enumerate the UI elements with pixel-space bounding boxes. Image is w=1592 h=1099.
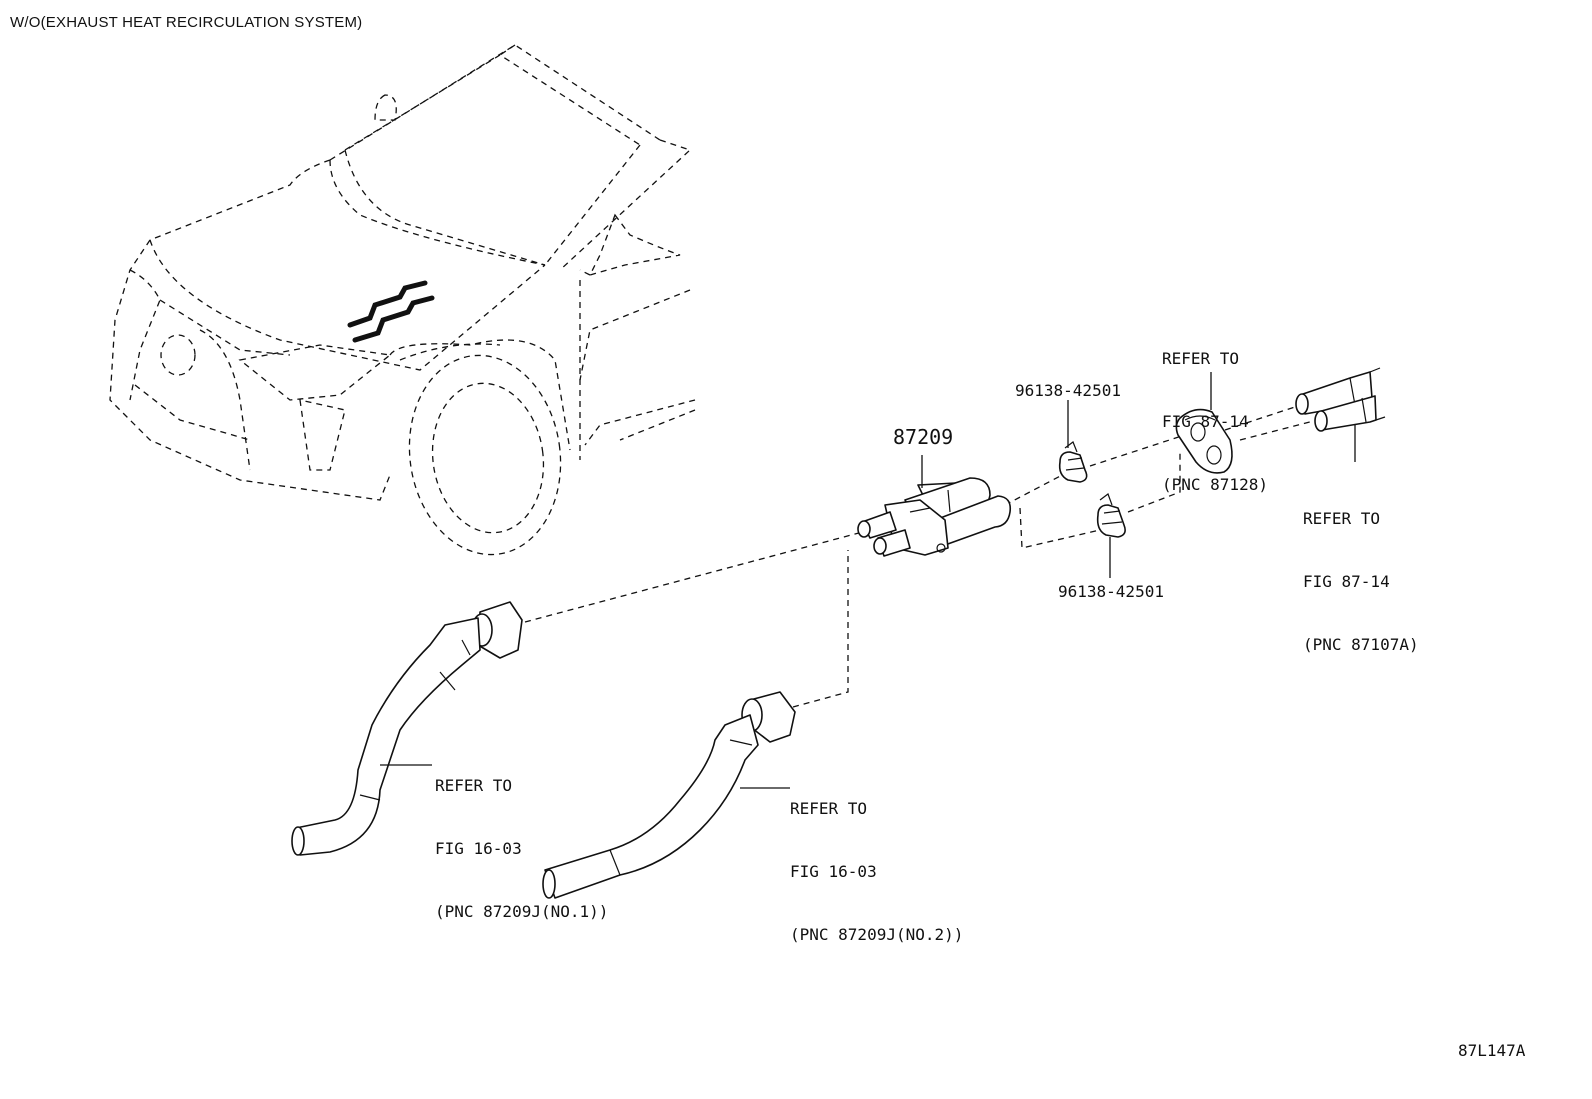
- reference-hose-no2: REFER TO FIG 16-03 (PNC 87209J(NO.2)): [790, 756, 963, 987]
- reference-grommet-line3: (PNC 87128): [1162, 475, 1268, 494]
- vehicle-front-outline-icon: [109, 44, 696, 556]
- figure-code: 87L147A: [1458, 1041, 1526, 1060]
- reference-pipes-line3: (PNC 87107A): [1303, 635, 1419, 654]
- assembly-center-lines: [524, 401, 1326, 708]
- reference-hose-no1-line3: (PNC 87209J(NO.1)): [435, 902, 609, 921]
- reference-hose-no1-line2: FIG 16-03: [435, 839, 522, 858]
- part-number-valve: 87209: [893, 425, 954, 449]
- grommet-part-icon: [1175, 408, 1233, 474]
- heater-hose-part-icon: [291, 601, 523, 856]
- reference-pipes-line1: REFER TO: [1303, 509, 1381, 528]
- heater-hose-part-icon-no2: [542, 691, 796, 899]
- diagram-title: W/O(EXHAUST HEAT RECIRCULATION SYSTEM): [10, 14, 363, 31]
- reference-grommet-line2: FIG 87-14: [1162, 412, 1249, 431]
- reference-grommet-line1: REFER TO: [1162, 349, 1240, 368]
- reference-hose-no1: REFER TO FIG 16-03 (PNC 87209J(NO.1)): [435, 733, 608, 964]
- reference-hose-no2-line2: FIG 16-03: [790, 862, 877, 881]
- reference-hose-no1-line1: REFER TO: [435, 776, 513, 795]
- water-valve-part-icon: [857, 477, 1012, 557]
- reference-pipes-line2: FIG 87-14: [1303, 572, 1390, 591]
- part-number-clamp-upper: 96138-42501: [1015, 381, 1121, 400]
- reference-pipes: REFER TO FIG 87-14 (PNC 87107A): [1303, 466, 1419, 697]
- part-number-clamp-lower: 96138-42501: [1058, 582, 1164, 601]
- hose-clamp-part-icon: [1058, 441, 1088, 483]
- heater-pipe-part-icon: [1295, 367, 1386, 432]
- leader-lines: [380, 372, 1356, 789]
- hose-clamp-part-icon-lower: [1096, 493, 1126, 538]
- reference-hose-no2-line1: REFER TO: [790, 799, 868, 818]
- reference-hose-no2-line3: (PNC 87209J(NO.2)): [790, 925, 964, 944]
- reference-grommet: REFER TO FIG 87-14 (PNC 87128): [1162, 306, 1268, 537]
